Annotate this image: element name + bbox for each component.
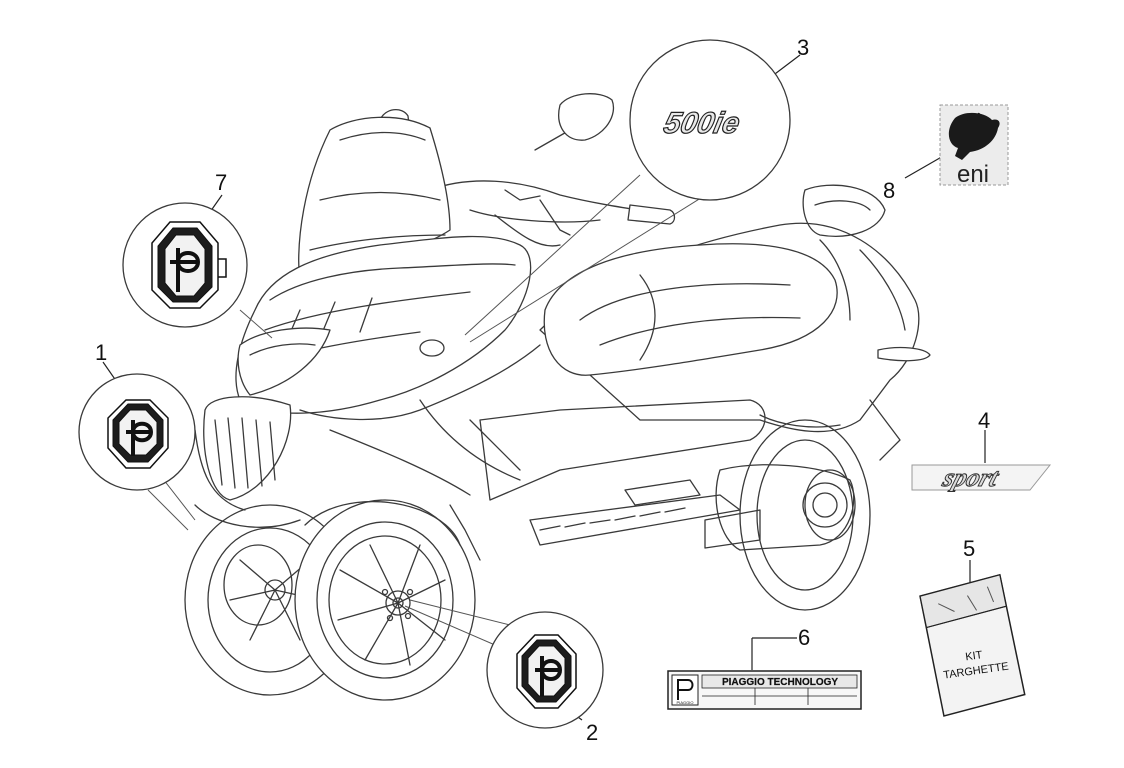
- scooter-illustration: [184, 93, 931, 701]
- part-7-emblem: [122, 202, 248, 328]
- callout-numbers: 3 7 1 2 8 4 5 6: [95, 35, 990, 745]
- callout-2: 2: [586, 720, 598, 745]
- kit-label-line1: KIT: [965, 649, 984, 663]
- piaggio-logo-icon: [126, 420, 154, 456]
- piaggio-p-logo-icon: [677, 679, 694, 700]
- part-2-emblem: [486, 611, 604, 729]
- callout-3: 3: [797, 35, 809, 60]
- callout-1: 1: [95, 340, 107, 365]
- plate-brand-text: PIAGGIO TECHNOLOGY: [722, 677, 838, 688]
- callout-6: 6: [798, 625, 810, 650]
- part-6-piaggio-plate: PIAGGIO PIAGGIO TECHNOLOGY: [667, 670, 862, 710]
- model-badge-text: 500ie: [661, 107, 743, 140]
- callout-5: 5: [963, 536, 975, 561]
- part-3-model-badge: 500ie: [629, 39, 791, 201]
- piaggio-logo-icon: [170, 248, 201, 292]
- part-1-emblem: [78, 373, 196, 491]
- part-8-eni-sticker: eni: [939, 104, 1009, 188]
- part-4-sport-sticker: sport: [911, 462, 1052, 492]
- callout-8: 8: [883, 178, 895, 203]
- callout-7: 7: [215, 170, 227, 195]
- piaggio-logo-icon: [535, 656, 563, 696]
- eni-dog-logo-icon: [948, 112, 1000, 160]
- sport-badge-text: sport: [939, 463, 1004, 492]
- plate-small-logo-text: PIAGGIO: [677, 700, 694, 705]
- part-5-kit-bag: KIT TARGHETTE: [919, 573, 1026, 717]
- eni-text: eni: [957, 161, 989, 188]
- callout-4: 4: [978, 408, 990, 433]
